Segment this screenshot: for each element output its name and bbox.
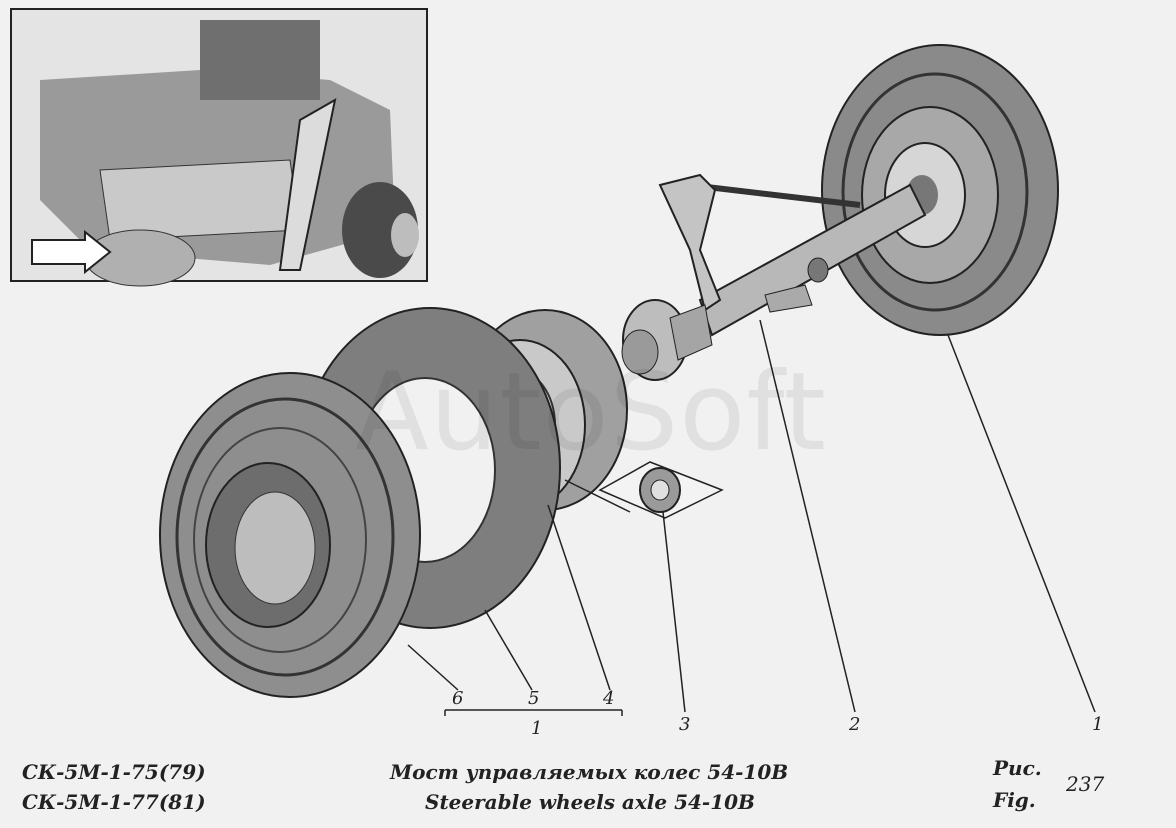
title-ru: Мост управляемых колес 54-10В [390,760,789,784]
watermark: AutoSoft [355,350,827,475]
hub [621,299,713,381]
combine-inset [10,8,428,287]
tire [159,372,421,698]
callout-4: 4 [603,688,615,709]
fig-label-en: Fig. [993,788,1036,812]
callout-group-1: 1 [531,718,543,739]
callout-5: 5 [528,688,540,709]
callout-6: 6 [452,688,464,709]
fig-number: 237 [1066,772,1105,796]
callout-1: 1 [1092,714,1104,735]
model-line-1: СК-5М-1-75(79) [22,760,206,784]
callout-2: 2 [849,714,861,735]
assembled-wheel [821,44,1059,336]
callout-3: 3 [679,714,691,735]
nut [564,461,724,519]
leader-lines [407,319,1096,716]
fig-label-ru: Рис. [993,756,1042,780]
model-line-2: СК-5М-1-77(81) [22,790,206,814]
title-en: Steerable wheels axle 54-10B [425,790,755,814]
